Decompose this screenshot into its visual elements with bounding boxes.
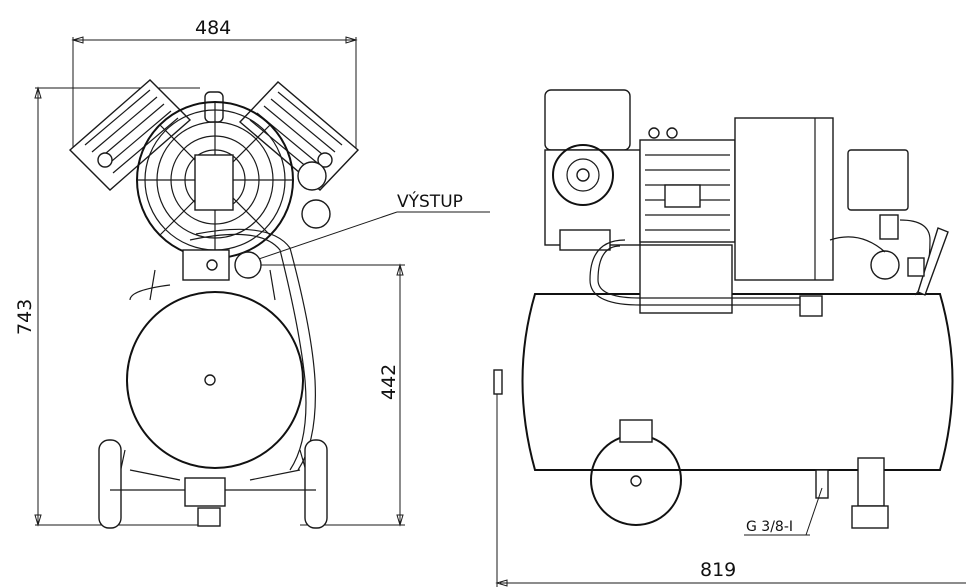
tank-end xyxy=(126,291,304,469)
side-gauge xyxy=(870,250,900,280)
fan-guard xyxy=(136,101,294,259)
compressor-head xyxy=(544,89,641,251)
outlet-label: VÝSTUP xyxy=(397,190,463,212)
outlet-callout: VÝSTUP xyxy=(249,190,490,263)
dimension-width: 484 xyxy=(71,17,358,150)
valve-block xyxy=(182,249,230,281)
wheel-side xyxy=(590,419,682,526)
pressure-switch-box xyxy=(734,117,834,281)
wheel-right xyxy=(304,439,328,529)
dimension-height-outlet: 442 xyxy=(250,263,405,527)
tank-side xyxy=(521,293,954,471)
cylinder-left xyxy=(68,79,192,191)
motor-base xyxy=(639,244,733,314)
wheel-left xyxy=(98,439,122,529)
pressure-gauge-bottom xyxy=(301,199,331,229)
drain-fitting: G 3/8-I xyxy=(744,469,829,536)
dimension-height-total: 743 xyxy=(14,86,200,527)
outlet-gauge xyxy=(234,251,262,279)
dimension-height-total-text: 743 xyxy=(14,299,36,335)
front-view: 484 743 442 VÝSTUP xyxy=(14,17,490,529)
pressure-switch xyxy=(847,149,909,211)
dimension-height-outlet-text: 442 xyxy=(378,364,400,400)
dimension-length-text: 819 xyxy=(700,559,736,581)
thread-label: G 3/8-I xyxy=(746,519,793,535)
motor xyxy=(639,127,736,243)
dimension-width-text: 484 xyxy=(195,17,231,39)
pressure-gauge-top xyxy=(297,161,327,191)
dimension-length: 819 xyxy=(493,369,966,587)
side-view: 819 G 3/8-I xyxy=(493,89,966,587)
cylinder-right xyxy=(238,81,360,191)
foot xyxy=(857,457,885,507)
